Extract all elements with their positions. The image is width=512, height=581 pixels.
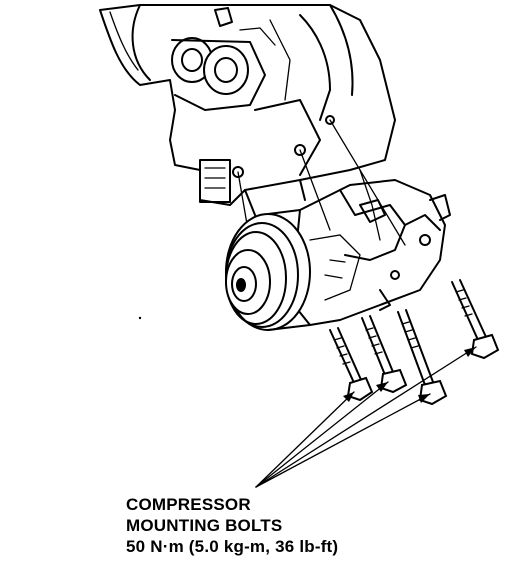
caption-line-1: COMPRESSOR: [126, 495, 251, 514]
torque-caption: COMPRESSOR MOUNTING BOLTS 50 N·m (5.0 kg…: [126, 494, 338, 557]
mounting-bolt-3: [397, 309, 448, 406]
mounting-bolt-1: [329, 327, 374, 402]
clutch-pulley: [225, 209, 311, 331]
compressor-body: [289, 179, 451, 326]
leader-lines: [255, 346, 477, 488]
mounting-bolt-4: [451, 279, 500, 360]
engine-block: [99, 4, 396, 241]
upper-pulley-right: [203, 45, 249, 95]
speck: [138, 316, 142, 320]
caption-line-2: MOUNTING BOLTS: [126, 516, 283, 535]
caption-line-3: 50 N·m (5.0 kg-m, 36 lb-ft): [126, 537, 339, 556]
mounting-bolt-2: [361, 315, 408, 394]
